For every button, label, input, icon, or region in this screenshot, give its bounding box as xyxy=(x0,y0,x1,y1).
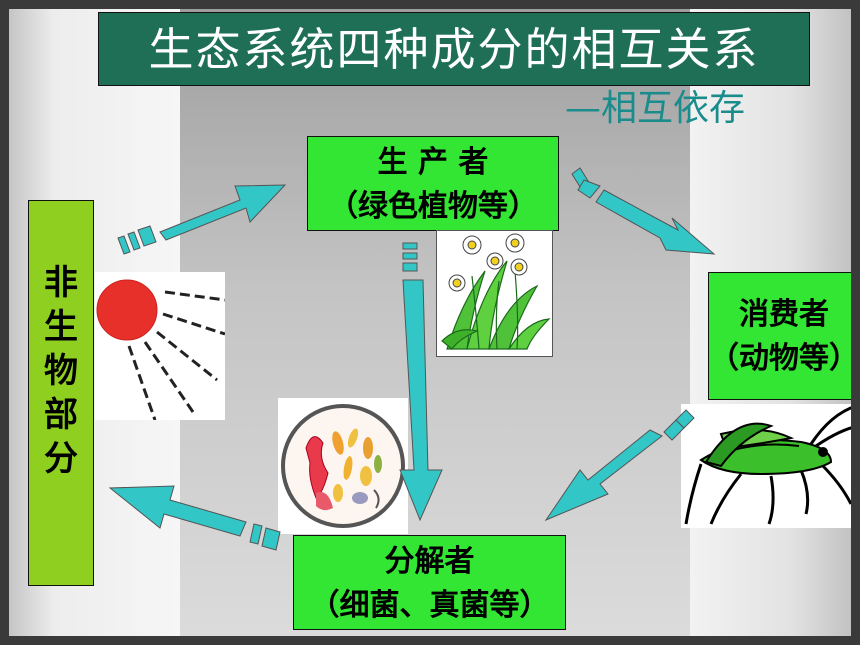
decomposer-box: 分解者 （细菌、真菌等） xyxy=(293,535,566,630)
consumer-box: 消费者 （动物等） xyxy=(708,272,860,400)
sun-icon xyxy=(95,272,226,421)
grasshopper-icon xyxy=(681,404,860,528)
producer-label: 生 产 者 xyxy=(377,145,489,180)
arrow-producer-to-decomposer xyxy=(399,242,443,522)
abiotic-char-2: 生 xyxy=(44,307,78,347)
abiotic-char-3: 物 xyxy=(44,351,78,391)
abiotic-char-1: 非 xyxy=(44,263,78,303)
arrow-consumer-to-decomposer xyxy=(544,409,695,522)
arrow-abiotic-to-producer xyxy=(117,184,287,255)
decomposer-label: 分解者 xyxy=(384,544,475,579)
consumer-label: 消费者 xyxy=(739,297,829,332)
diagram-subtitle: —相互依存 xyxy=(565,88,746,129)
arrow-producer-to-consumer xyxy=(571,167,716,255)
decomposer-example: （细菌、真菌等） xyxy=(309,588,550,623)
daffodil-icon xyxy=(436,230,553,357)
abiotic-box: 非 生 物 部 分 xyxy=(28,200,94,586)
abiotic-char-4: 部 xyxy=(44,395,78,435)
abiotic-char-5: 分 xyxy=(44,439,78,479)
producer-example: （绿色植物等） xyxy=(328,189,538,224)
arrow-decomposer-to-abiotic xyxy=(108,485,281,551)
microbe-cell-icon xyxy=(278,398,408,534)
diagram-title: 生态系统四种成分的相互关系 xyxy=(98,12,810,86)
producer-box: 生 产 者 （绿色植物等） xyxy=(307,136,559,231)
consumer-example: （动物等） xyxy=(709,341,859,376)
